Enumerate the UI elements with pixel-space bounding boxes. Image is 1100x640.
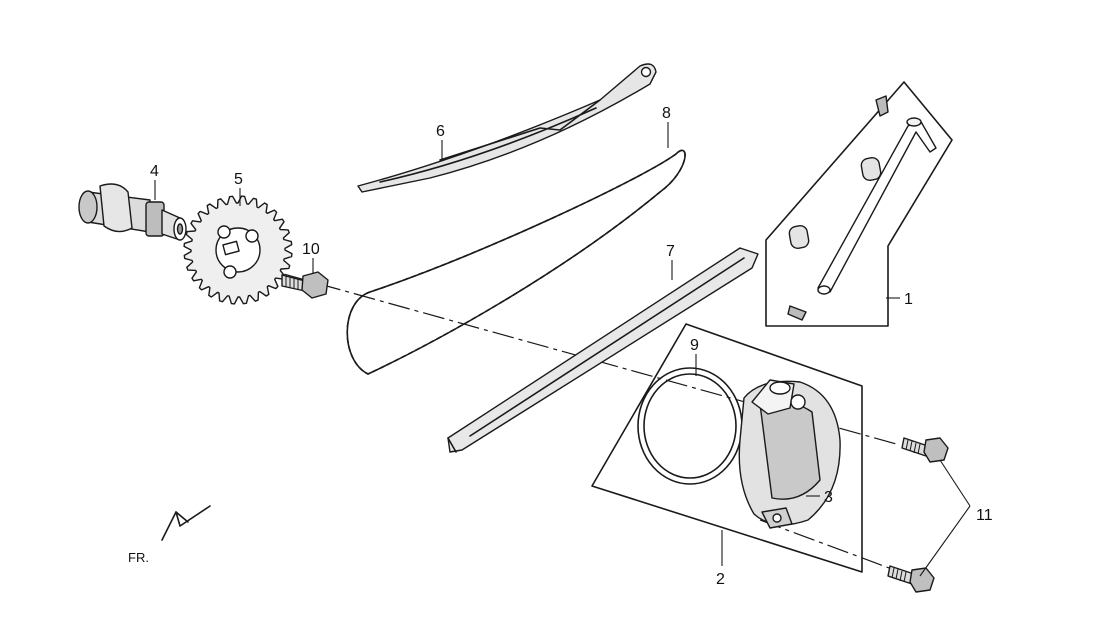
callout-labels: 4 5 10 6 8 7 9 1 3 2 11 xyxy=(150,105,993,588)
sprocket-bolt xyxy=(281,271,329,299)
callout-9: 9 xyxy=(690,337,699,354)
cover-bolt-upper xyxy=(901,437,949,463)
callout-7: 7 xyxy=(666,243,675,260)
cam-chain xyxy=(346,149,686,375)
cover-bolt-lower xyxy=(887,565,935,593)
cam-sprocket xyxy=(183,195,293,305)
callout-1: 1 xyxy=(904,291,913,308)
callout-4: 4 xyxy=(150,163,159,180)
callout-6: 6 xyxy=(436,123,445,140)
camshaft xyxy=(78,183,187,241)
callout-3: 3 xyxy=(824,489,833,506)
callout-5: 5 xyxy=(234,171,243,188)
callout-2: 2 xyxy=(716,571,725,588)
chain-guide-lower xyxy=(447,247,759,453)
o-ring xyxy=(637,367,743,485)
callout-10: 10 xyxy=(302,241,320,258)
front-direction-marker: FR. xyxy=(128,505,211,565)
callout-11: 11 xyxy=(976,507,993,524)
callout-leaders xyxy=(154,122,971,577)
front-label: FR. xyxy=(128,550,149,565)
part-2-panel xyxy=(591,323,863,573)
callout-8: 8 xyxy=(662,105,671,122)
part-1-panel xyxy=(765,81,953,327)
cover-housing xyxy=(738,379,841,529)
chain-guide-upper xyxy=(357,63,657,193)
